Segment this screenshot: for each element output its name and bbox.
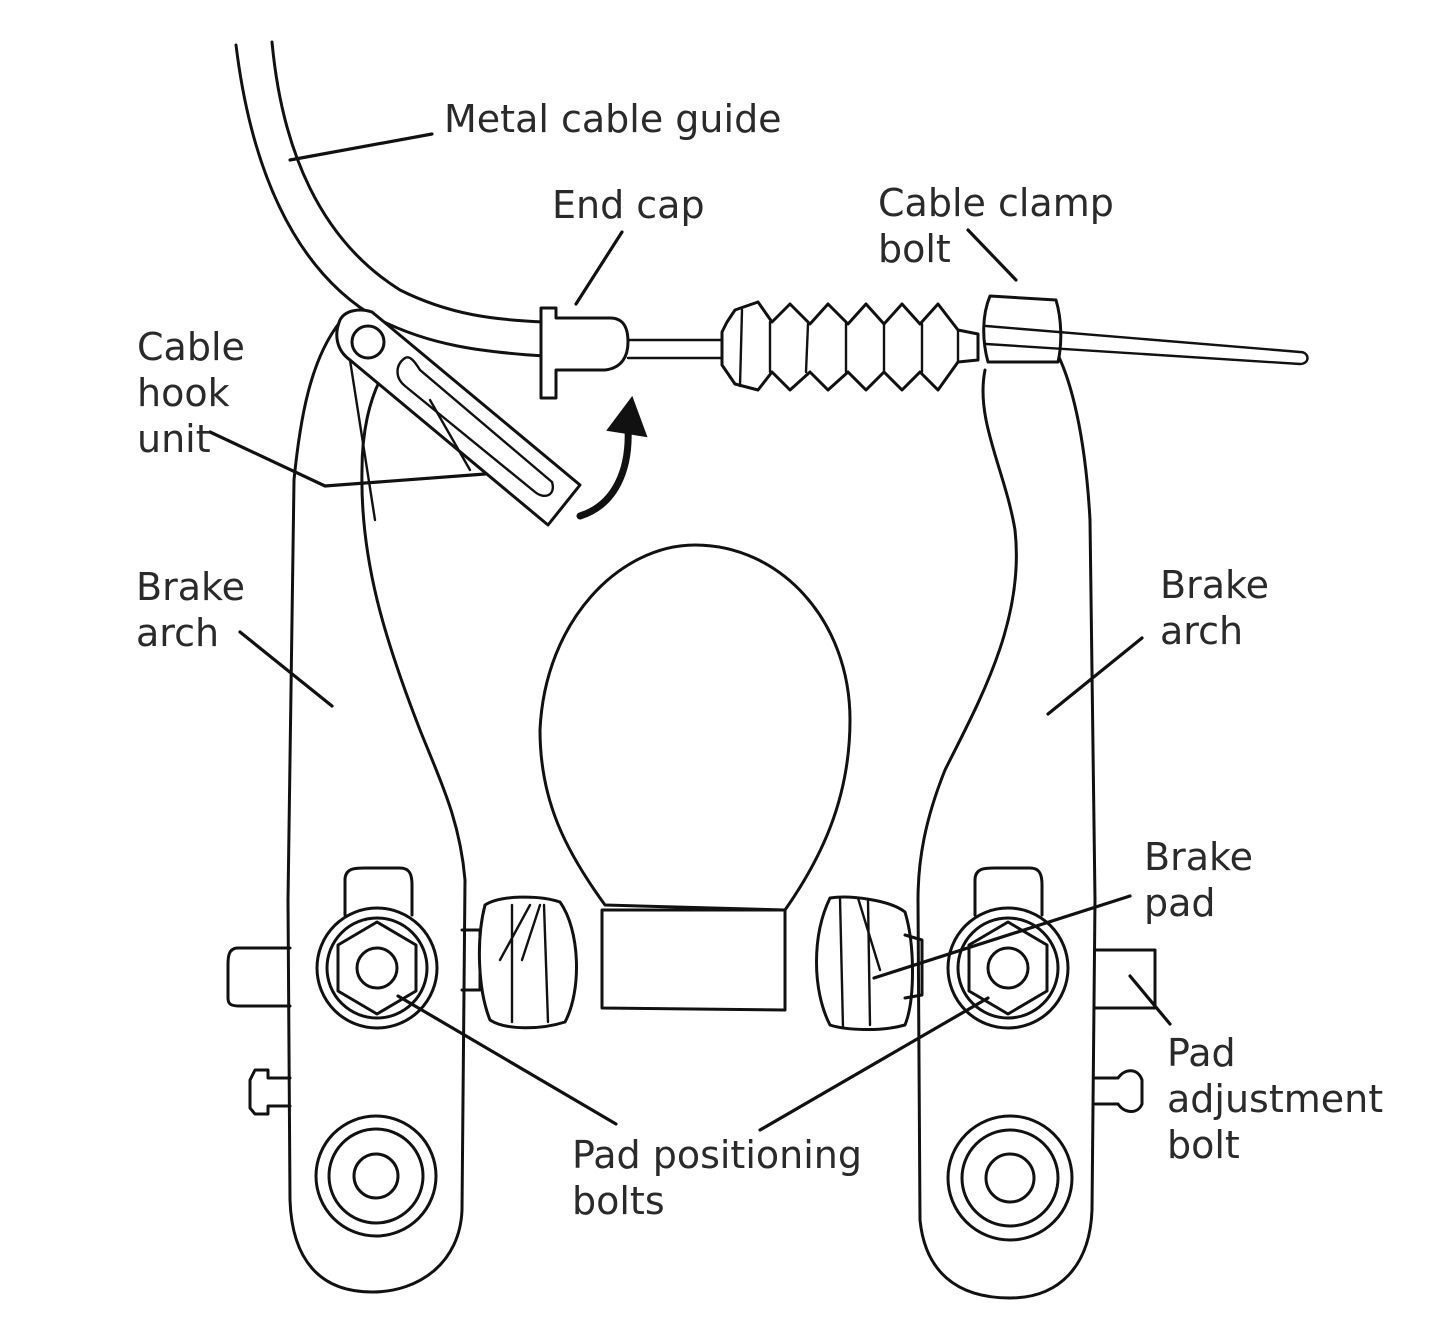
- label-metal-cable-guide: Metal cable guide: [444, 97, 782, 141]
- left-brake-pad: [460, 895, 578, 1030]
- leader-cable-hook-unit: [208, 430, 487, 488]
- left-spring-tab: [226, 946, 292, 1116]
- right-brake-arm: [916, 353, 1097, 1300]
- metal-cable-guide: [234, 40, 547, 358]
- leader-lines: [208, 132, 1172, 1132]
- cable-hook-unit: [335, 308, 582, 527]
- label-cable-hook-unit: Cable hook unit: [137, 325, 257, 461]
- leader-cable-clamp-bolt: [966, 228, 1018, 282]
- right-brake-pad: [815, 895, 924, 1032]
- label-brake-arch-right: Brake arch: [1160, 563, 1281, 653]
- leader-end-cap: [574, 230, 624, 306]
- leader-brake-arch-left: [238, 630, 334, 708]
- leader-pad-positioning-bolt-right: [758, 996, 990, 1132]
- leader-brake-pad: [872, 894, 1132, 980]
- left-brake-arm: [286, 320, 467, 1294]
- leader-pad-positioning-bolt-left: [396, 994, 618, 1126]
- label-brake-arch-left: Brake arch: [136, 565, 257, 655]
- pad-adjustment-bolt: [1093, 948, 1157, 1113]
- label-cable-clamp-bolt: Cable clamp bolt: [878, 181, 1126, 271]
- right-pad-positioning-bolt: [946, 866, 1070, 1030]
- end-cap: [539, 306, 630, 400]
- cable-clamp-bolt: [982, 294, 1309, 366]
- left-pad-positioning-bolt: [315, 866, 439, 1030]
- label-pad-adjustment-bolt: Pad adjustment bolt: [1167, 1031, 1395, 1167]
- left-pivot-boss: [314, 1114, 438, 1238]
- right-pivot-boss: [946, 1114, 1074, 1242]
- label-end-cap: End cap: [552, 183, 705, 227]
- leader-brake-arch-right: [1046, 636, 1144, 716]
- rubber-boot: [720, 300, 980, 392]
- label-pad-positioning-bolts: Pad positioning bolts: [572, 1133, 874, 1223]
- leader-metal-cable-guide: [288, 132, 434, 162]
- curved-arrow-icon: [576, 395, 648, 520]
- brake-bridge: [538, 543, 852, 1012]
- label-brake-pad: Brake pad: [1144, 835, 1265, 925]
- leader-pad-adjustment-bolt: [1128, 974, 1172, 1026]
